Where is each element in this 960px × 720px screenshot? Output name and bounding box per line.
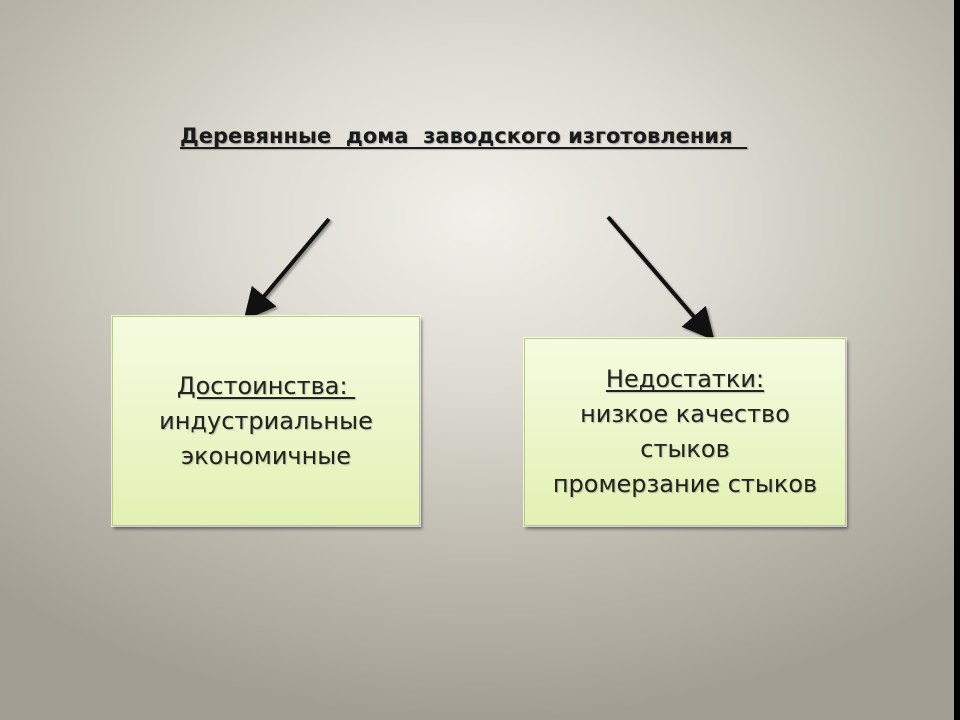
arrow-to-advantages [243, 217, 331, 321]
slide-title: Деревянные дома заводского изготовления [180, 124, 748, 148]
disadvantage-item: стыков [640, 435, 730, 463]
disadvantage-item: промерзание стыков [552, 470, 818, 498]
advantage-item: индустриальные [159, 406, 373, 435]
advantage-item: экономичные [180, 441, 351, 470]
disadvantages-box: Недостатки: низкое качество стыков проме… [524, 338, 846, 526]
arrow-to-disadvantages [606, 215, 715, 341]
disadvantage-item: низкое качество [580, 400, 790, 428]
disadvantages-heading: Недостатки: [605, 365, 765, 393]
advantages-box: Достоинства: индустриальные экономичные [112, 316, 420, 526]
advantages-heading: Достоинства: [176, 371, 356, 400]
slide-right-border [954, 0, 960, 720]
